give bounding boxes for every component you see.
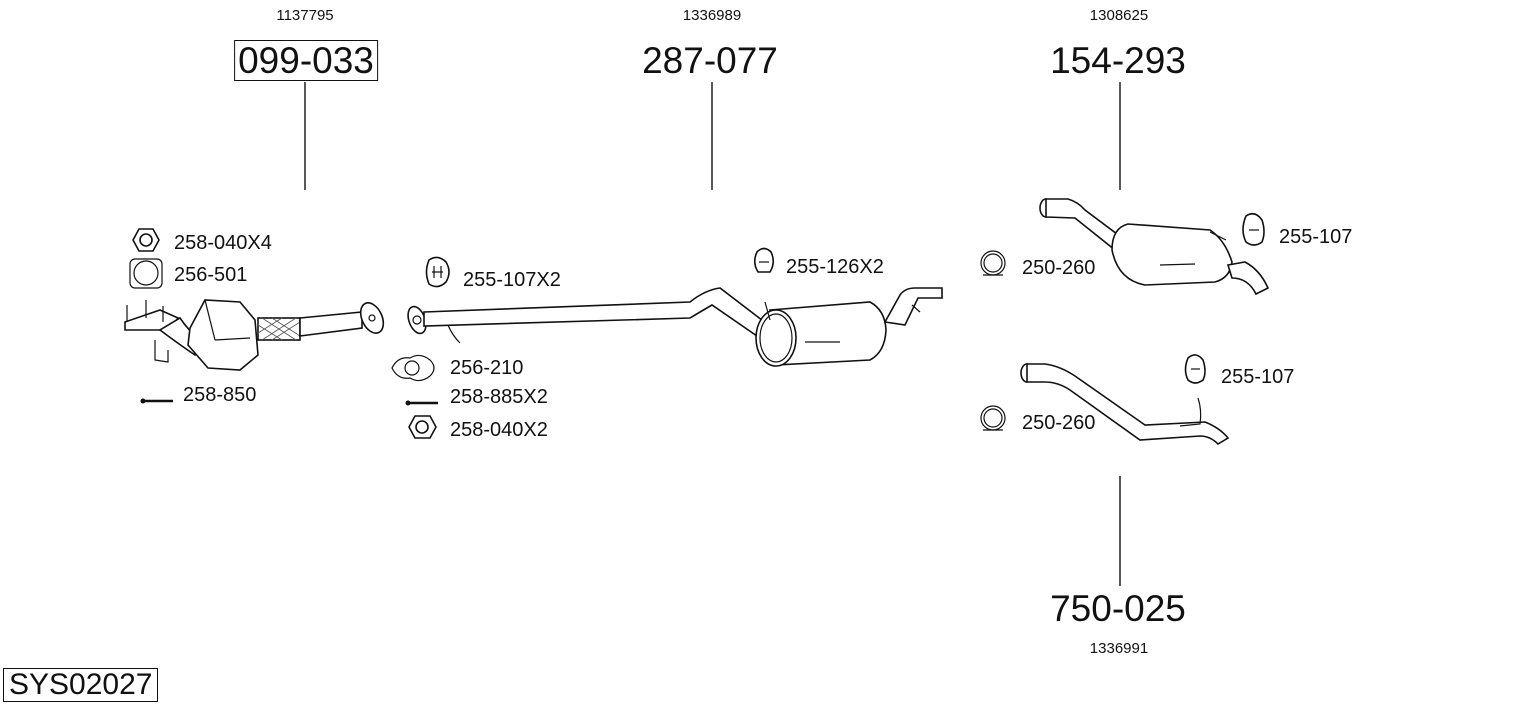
part-label[interactable]: 258-850 [183,384,257,406]
part-label[interactable]: 250-260 [1022,412,1096,434]
part-label[interactable]: 256-210 [450,357,524,379]
rubber-hanger-icon [753,247,775,273]
rubber-hanger-icon [425,256,450,288]
part-label[interactable]: 256-501 [174,264,248,286]
oval-gasket-icon [391,354,435,382]
part-number-tail-pipe[interactable]: 750-025 [1050,588,1186,629]
bolt-icon [405,400,438,406]
part-number-catalytic-converter[interactable]: 099-033 [234,40,378,81]
bolt-icon [140,398,173,404]
part-label[interactable]: 255-126X2 [786,256,884,278]
part-label[interactable]: 255-107 [1279,226,1353,248]
oe-reference-number: 1336991 [1089,640,1149,657]
rubber-hanger-icon [1184,354,1206,384]
oe-reference-number: 1137795 [276,7,334,24]
part-label[interactable]: 258-040X2 [450,419,548,441]
part-label[interactable]: 258-040X4 [174,232,272,254]
part-label[interactable]: 250-260 [1022,257,1096,279]
part-label[interactable]: 255-107 [1221,366,1295,388]
tail-pipe-drawing [1020,363,1230,446]
hex-nut-icon [408,415,437,439]
part-number-rear-silencer[interactable]: 154-293 [1050,40,1186,81]
pipe-clamp-icon [980,250,1006,276]
rubber-hanger-icon [1242,212,1265,246]
rear-silencer-drawing [1039,198,1270,296]
system-id: SYS02027 [3,668,159,702]
pipe-clamp-icon [980,405,1006,431]
part-label[interactable]: 258-885X2 [450,386,548,408]
part-number-middle-silencer[interactable]: 287-077 [642,40,778,81]
oe-reference-number: 1308625 [1089,7,1149,24]
middle-silencer-drawing [407,287,943,367]
hex-nut-icon [132,228,160,252]
catalytic-converter-drawing [124,299,385,371]
part-label[interactable]: 255-107X2 [463,269,561,291]
flange-gasket-icon [129,258,163,289]
oe-reference-number: 1336989 [682,7,742,24]
